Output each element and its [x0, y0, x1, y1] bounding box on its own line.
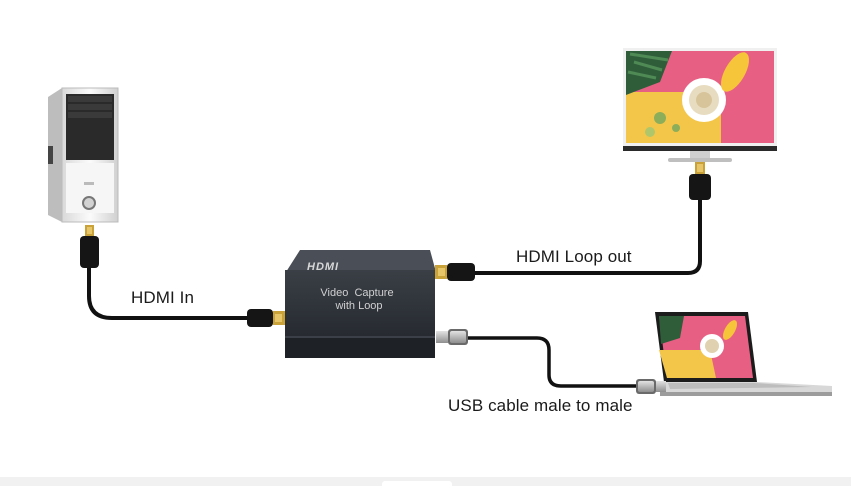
usb-plug-icon — [636, 379, 666, 394]
desktop-tower-icon — [48, 87, 119, 223]
laptop-icon — [655, 312, 832, 396]
hdmi-loop-out-label: HDMI Loop out — [516, 247, 632, 266]
monitor-icon — [623, 48, 777, 162]
hdmi-plug-icon — [689, 162, 711, 200]
usb-plug-icon — [436, 329, 468, 345]
hdmi-plug-icon — [80, 225, 99, 268]
hdmi-in-cable — [87, 266, 249, 320]
device-label-line2: with Loop — [334, 300, 382, 312]
usb-cable — [466, 336, 639, 388]
device-label-line1: Video Capture — [320, 287, 393, 299]
hdmi-in-label: HDMI In — [131, 288, 195, 307]
footer-tab — [382, 481, 452, 486]
hdmi-plug-icon — [247, 309, 285, 327]
hdmi-plug-icon — [435, 263, 475, 281]
hdmi-loop-out-cable — [472, 196, 702, 275]
usb-cable-label: USB cable male to male — [448, 396, 633, 415]
hdmi-logo: HDMI — [307, 261, 339, 273]
capture-device-icon: HDMI Video Capture with Loop — [285, 250, 436, 358]
